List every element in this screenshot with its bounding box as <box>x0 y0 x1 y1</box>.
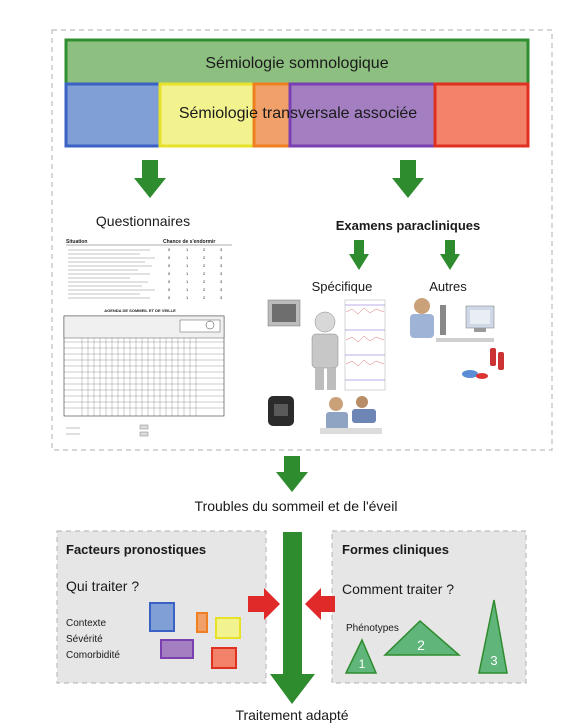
red-arrow-left <box>248 588 280 620</box>
svg-text:2: 2 <box>203 271 206 276</box>
formes-title: Formes cliniques <box>342 542 449 557</box>
svg-text:0: 0 <box>168 287 171 292</box>
svg-text:2: 2 <box>203 247 206 252</box>
svg-text:2: 2 <box>203 295 206 300</box>
svg-text:0: 0 <box>168 255 171 260</box>
sleep-agenda-image: AGENDA DE SOMMEIL ET DE VEILLE <box>63 308 225 437</box>
svg-text:3: 3 <box>220 287 223 292</box>
svg-text:1: 1 <box>186 263 189 268</box>
svg-text:3: 3 <box>220 247 223 252</box>
svg-text:3: 3 <box>220 295 223 300</box>
phenotype-number-1: 1 <box>359 657 366 671</box>
svg-text:1: 1 <box>186 287 189 292</box>
svg-text:2: 2 <box>203 263 206 268</box>
arrow-down-right <box>392 160 424 198</box>
svg-text:2: 2 <box>203 279 206 284</box>
facteur-item-comorbidite: Comorbidité <box>66 650 120 661</box>
svg-text:3: 3 <box>220 255 223 260</box>
formes-question: Comment traiter ? <box>342 581 454 597</box>
phenotypes-label: Phénotypes <box>346 623 399 634</box>
examens-title: Examens paracliniques <box>336 218 481 233</box>
block-blue <box>64 82 162 148</box>
autres-label: Autres <box>429 279 467 294</box>
epworth-questionnaire-image: Situation Chance de s'endormir 0 1 2 3 0 1 2 3… <box>66 239 232 300</box>
specifique-label: Spécifique <box>312 279 373 294</box>
svg-text:1: 1 <box>186 271 189 276</box>
svg-text:3: 3 <box>220 271 223 276</box>
phenotype-triangle-2 <box>383 619 462 656</box>
phenotype-triangle-3 <box>478 599 508 674</box>
svg-text:2: 2 <box>203 255 206 260</box>
arrow-to-traitement <box>270 532 315 704</box>
traitement-label: Traitement adapté <box>235 707 348 723</box>
facteurs-question: Qui traiter ? <box>66 578 139 594</box>
svg-text:2: 2 <box>203 287 206 292</box>
arrow-to-troubles <box>276 456 308 492</box>
red-arrow-right <box>305 588 335 620</box>
svg-text:0: 0 <box>168 247 171 252</box>
facteurs-title: Facteurs pronostiques <box>66 542 206 557</box>
svg-text:0: 0 <box>168 279 171 284</box>
transversale-text: Sémiologie transversale associée <box>179 105 417 122</box>
arrow-specifique <box>349 240 369 270</box>
facteur-square-red <box>211 647 237 669</box>
facteur-square-blue <box>149 602 175 632</box>
svg-text:1: 1 <box>186 247 189 252</box>
svg-text:0: 0 <box>168 295 171 300</box>
svg-text:3: 3 <box>220 263 223 268</box>
facteur-square-yellow <box>215 617 241 639</box>
polysomnography-illustration <box>267 299 386 434</box>
phenotype-number-2: 2 <box>417 637 425 653</box>
facteur-square-orange <box>196 612 208 633</box>
arrow-down-left <box>134 160 166 198</box>
svg-text:1: 1 <box>186 279 189 284</box>
outer-dashed-frame <box>51 29 553 451</box>
epworth-header-situation: Situation <box>66 239 87 245</box>
svg-text:1: 1 <box>186 255 189 260</box>
svg-text:0: 0 <box>168 263 171 268</box>
block-purple <box>288 82 437 148</box>
somnologique-header-box <box>64 38 530 86</box>
block-red-orange <box>433 82 530 148</box>
somnologique-header-text: Sémiologie somnologique <box>205 55 388 72</box>
facteur-item-severite: Sévérité <box>66 634 103 645</box>
arrow-autres <box>440 240 460 270</box>
troubles-label: Troubles du sommeil et de l'éveil <box>195 498 398 514</box>
svg-text:3: 3 <box>220 279 223 284</box>
svg-text:1: 1 <box>186 295 189 300</box>
phenotype-triangle-1 <box>344 638 378 674</box>
svg-text:0: 0 <box>168 271 171 276</box>
phenotype-number-3: 3 <box>490 653 497 668</box>
other-exams-illustration <box>410 298 504 379</box>
agenda-title: AGENDA DE SOMMEIL ET DE VEILLE <box>104 308 176 313</box>
facteur-item-contexte: Contexte <box>66 618 106 629</box>
epworth-header-chance: Chance de s'endormir <box>163 239 215 245</box>
questionnaires-title: Questionnaires <box>96 213 190 229</box>
facteur-square-purple <box>160 639 194 659</box>
